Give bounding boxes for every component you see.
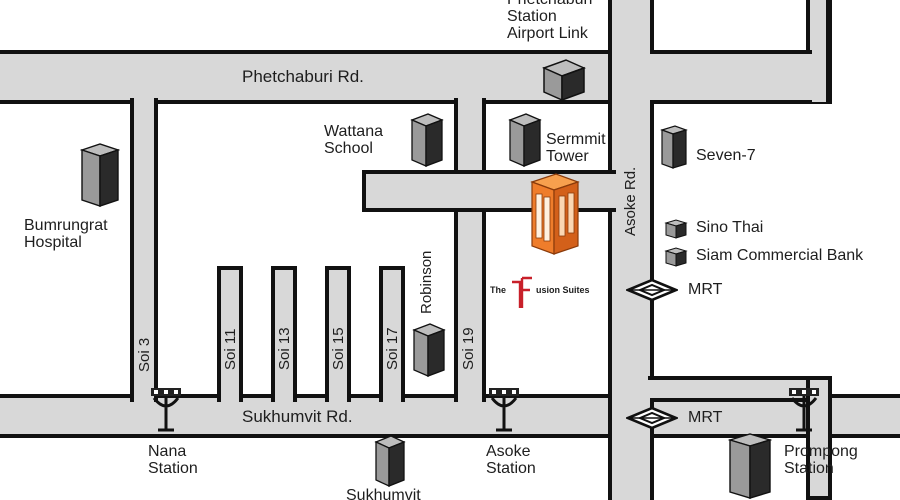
building-icon: [80, 143, 120, 207]
robinson-label: Robinson: [418, 250, 435, 314]
building-icon: [728, 433, 772, 499]
building-icon: [664, 219, 688, 239]
hotel-tower-icon: [530, 173, 580, 255]
mrt-label-lower: MRT: [688, 409, 723, 426]
soi-3-label: Soi 3: [136, 337, 153, 372]
soi-15-label: Soi 15: [330, 327, 347, 370]
sukhumvit-road: [0, 394, 900, 438]
phetchaburi-road-label: Phetchaburi Rd.: [242, 67, 364, 86]
building-icon: [660, 125, 688, 169]
seven-7-label: Seven-7: [696, 147, 756, 164]
soi-3-road: [130, 98, 158, 402]
soi-17-label: Soi 17: [384, 327, 401, 370]
building-icon: [664, 247, 688, 267]
building-icon: [508, 113, 542, 167]
hotel-name-the: The: [490, 285, 507, 295]
mrt-label-upper: MRT: [688, 281, 723, 298]
building-icon: [374, 435, 406, 488]
soi-19-label: Soi 19: [460, 327, 477, 370]
prompong-station-label: Prompong Station: [784, 443, 858, 477]
hotel-name-suites: usion Suites: [536, 285, 590, 295]
asoke-road-label: Asoke Rd.: [622, 166, 639, 236]
bts-station-icon: [489, 388, 519, 432]
sukhumvit-bottom-label: Sukhumvit: [346, 487, 421, 500]
mrt-station-icon: [626, 278, 678, 302]
sukhumvit-road-label: Sukhumvit Rd.: [242, 407, 353, 426]
bts-station-icon: [789, 388, 819, 432]
bumrungrat-hospital-label: Bumrungrat Hospital: [24, 217, 108, 251]
soi-11-label: Soi 11: [222, 328, 239, 370]
sino-thai-label: Sino Thai: [696, 219, 764, 236]
asoke-station-label: Asoke Station: [486, 443, 536, 477]
bts-station-icon: [151, 388, 181, 432]
hotel-logo-icon: [512, 276, 532, 308]
mrt-station-icon: [626, 406, 678, 430]
building-icon: [410, 113, 444, 167]
siam-commercial-bank-label: Siam Commercial Bank: [696, 247, 864, 264]
nana-station-label: Nana Station: [148, 443, 198, 477]
building-icon: [412, 323, 446, 377]
airport-link-label: Phetchaburi Station Airport Link: [507, 0, 592, 42]
wattana-school-label: Wattana School: [324, 123, 383, 157]
sermmit-tower-label: Sermmit Tower: [546, 131, 606, 165]
building-icon: [541, 59, 587, 102]
soi-13-label: Soi 13: [276, 327, 293, 370]
